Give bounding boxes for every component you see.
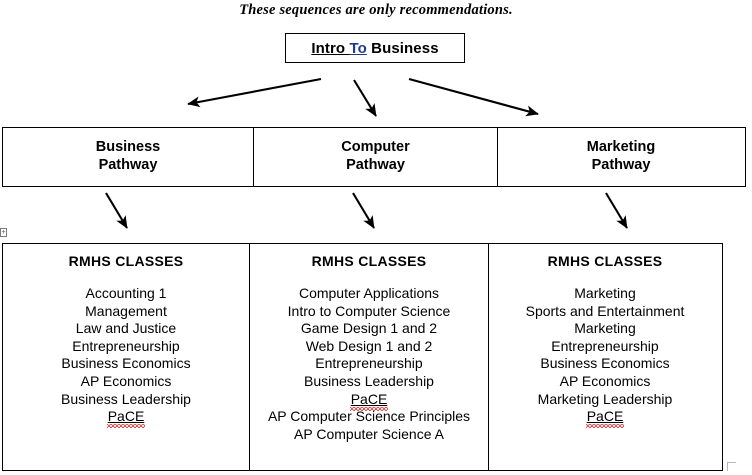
class-list-item: Computer Applications (250, 285, 488, 303)
class-list-item: AP Computer Science A (250, 426, 488, 444)
class-name: Marketing (574, 285, 636, 301)
class-list-item: Intro to Computer Science (250, 303, 488, 321)
arrow-business-to-classes (105, 192, 128, 229)
class-name: Management (85, 302, 167, 319)
class-list-item: PaCE (3, 408, 249, 426)
class-name: AP Computer Science Principles (267, 408, 471, 425)
class-name: Entrepreneurship (551, 337, 659, 354)
to-hyperlink[interactable]: To (349, 39, 367, 57)
marketing-pathway-line1: Marketing (586, 139, 656, 156)
class-name: Web Design 1 and 2 (305, 337, 433, 354)
class-name: Marketing Leadership (537, 390, 673, 407)
class-list-item: Marketing Leadership (489, 391, 721, 409)
class-list-item: Business Economics (489, 355, 721, 373)
class-name: Game Design 1 and 2 (300, 320, 438, 337)
class-name: Marketing (574, 320, 636, 337)
class-name: Accounting 1 (85, 285, 167, 301)
intro-word: Intro (311, 39, 350, 57)
class-name: AP Economics (559, 372, 651, 389)
class-list-item: Sports and Entertainment (489, 303, 721, 321)
class-list-item: Marketing (489, 285, 721, 303)
computer-pathway-line2: Pathway (346, 157, 405, 173)
canvas-corner-mark (727, 462, 736, 471)
class-list-item: Entrepreneurship (3, 338, 249, 356)
intro-to-business-label: Intro To Business (311, 40, 438, 57)
intro-to-business-box[interactable]: Intro To Business (285, 33, 465, 63)
class-list-item: AP Economics (489, 373, 721, 391)
class-name: Entrepreneurship (315, 355, 423, 372)
canvas-anchor-handle[interactable]: + (0, 228, 7, 237)
class-list-item: Business Leadership (3, 391, 249, 409)
class-list-item: Web Design 1 and 2 (250, 338, 488, 356)
class-list-item: AP Computer Science Principles (250, 408, 488, 426)
class-name: Business Economics (540, 355, 670, 372)
class-list-item: Marketing (489, 320, 721, 338)
class-name: Business Leadership (304, 372, 434, 389)
class-name: Intro to Computer Science (287, 302, 451, 319)
class-name: Business Economics (61, 355, 191, 372)
class-list-item: Law and Justice (3, 320, 249, 338)
business-word: Business (366, 39, 439, 57)
document-note: These sequences are only recommendations… (239, 2, 513, 18)
computer-classes-title: RMHS CLASSES (311, 253, 427, 269)
computer-pathway-line1: Computer (341, 139, 410, 156)
class-name: Entrepreneurship (72, 337, 180, 354)
class-list-item: Entrepreneurship (489, 338, 721, 356)
business-pathway-line2: Pathway (98, 157, 158, 173)
business-classes-title: RMHS CLASSES (68, 253, 184, 269)
class-name-misspelled: PaCE (350, 390, 388, 407)
class-name: Sports and Entertainment (525, 302, 685, 319)
class-list-item: Entrepreneurship (250, 355, 488, 373)
class-list-item: Accounting 1 (3, 285, 249, 303)
class-list-item: Business Leadership (250, 373, 488, 391)
class-list-item: PaCE (489, 408, 721, 426)
arrow-to-marketing-pathway (408, 77, 539, 117)
class-list-item: Business Economics (3, 355, 249, 373)
marketing-classes-title: RMHS CLASSES (547, 253, 663, 269)
class-name-misspelled: PaCE (586, 408, 624, 425)
class-name-misspelled: PaCE (107, 408, 145, 425)
arrow-computer-to-classes (352, 192, 375, 229)
class-list-item: PaCE (250, 391, 488, 409)
class-name: AP Economics (80, 372, 172, 389)
marketing-pathway-line2: Pathway (591, 157, 651, 173)
arrow-to-business-pathway (187, 77, 322, 108)
arrow-marketing-to-classes (605, 192, 628, 229)
business-pathway-line1: Business (95, 139, 161, 156)
class-name: Law and Justice (75, 320, 177, 337)
class-name: Business Leadership (61, 390, 191, 407)
class-list-item: Game Design 1 and 2 (250, 320, 488, 338)
class-list-item: AP Economics (3, 373, 249, 391)
class-name: AP Computer Science A (294, 425, 444, 442)
class-list-item: Management (3, 303, 249, 321)
arrow-to-computer-pathway (353, 79, 377, 117)
class-name: Computer Applications (298, 285, 440, 301)
